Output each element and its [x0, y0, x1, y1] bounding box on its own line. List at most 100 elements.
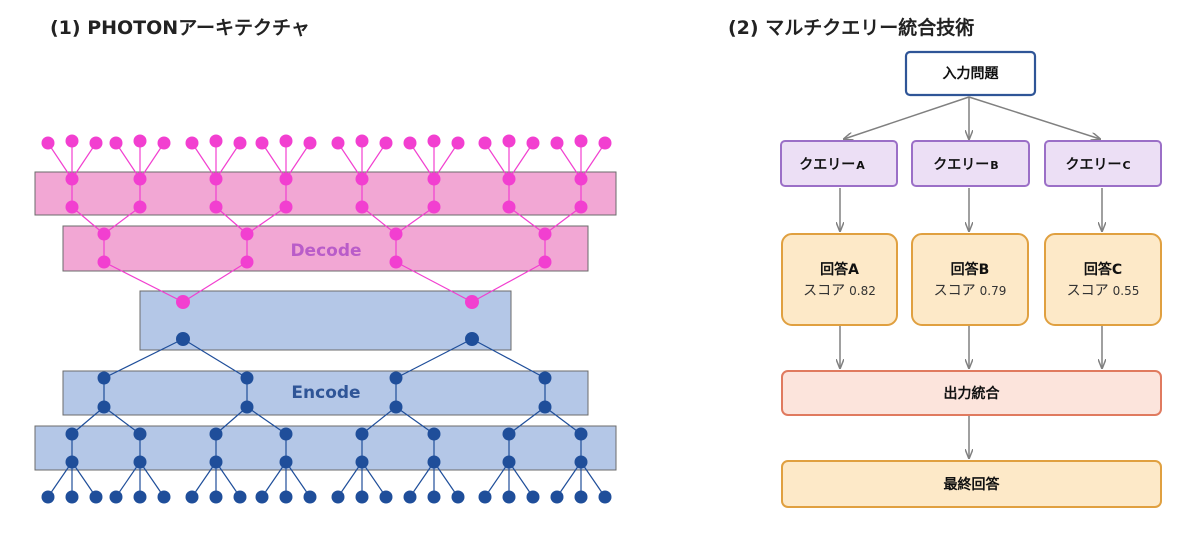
encoder-node [209, 455, 223, 469]
encoder-edge [103, 338, 184, 379]
decoder-node [427, 200, 441, 214]
encoder-node [427, 427, 441, 441]
encoder-node [279, 455, 293, 469]
encoder-edge [103, 406, 141, 435]
encoder-edge [395, 406, 435, 435]
decoder-node [574, 172, 588, 186]
right-panel-title: (2) マルチクエリー統合技術 [728, 16, 974, 39]
decoder-leaf-edge [191, 142, 217, 180]
encoder-node [279, 427, 293, 441]
encoder-leaf-node [451, 490, 465, 504]
output-merge-box: 出力統合 [781, 370, 1162, 416]
encoder-leaf-node [502, 490, 516, 504]
encoder-node [97, 371, 111, 385]
decoder-leaf-node [109, 136, 123, 150]
encoder-node [133, 427, 147, 441]
encoder-leaf-node [255, 490, 269, 504]
decoder-node [502, 200, 516, 214]
decoder-leaf-node [574, 134, 588, 148]
decoder-node [240, 255, 254, 269]
decoder-node [209, 200, 223, 214]
encoder-node [209, 427, 223, 441]
decoder-node [133, 200, 147, 214]
decoder-leaf-edge [337, 142, 363, 180]
answer-a-label: 回答A [820, 261, 859, 278]
decoder-edge [246, 206, 287, 235]
encoder-node [133, 455, 147, 469]
decoder-leaf-node [403, 136, 417, 150]
decoder-edge [361, 206, 397, 235]
decoder-leaf-node [133, 134, 147, 148]
encoder-node [65, 427, 79, 441]
encoder-leaf-node [89, 490, 103, 504]
encoder-leaf-node [233, 490, 247, 504]
encoder-leaf-edge [115, 461, 141, 498]
encoder-leaf-edge [580, 461, 606, 498]
decoder-leaf-node [233, 136, 247, 150]
decoder-node [389, 227, 403, 241]
decoder-edge [103, 206, 141, 235]
encode-label: Encode [291, 383, 360, 403]
encode-band [62, 370, 589, 416]
decoder-leaf-node [65, 134, 79, 148]
decoder-edge [395, 261, 473, 303]
decoder-leaf-node [303, 136, 317, 150]
encoder-leaf-node [157, 490, 171, 504]
bottleneck-band [139, 290, 512, 351]
decoder-node [427, 172, 441, 186]
decoder-leaf-node [157, 136, 171, 150]
encoder-edge [544, 406, 582, 435]
encoder-root-node [176, 332, 190, 346]
encoder-leaf-edge [484, 461, 510, 498]
encoder-leaf-node [574, 490, 588, 504]
encoder-leaf-edge [556, 461, 582, 498]
decoder-edge [508, 206, 546, 235]
decoder-node [389, 255, 403, 269]
decoder-leaf-edge [47, 142, 73, 180]
decode-band [62, 225, 589, 272]
decoder-leaf-node [598, 136, 612, 150]
decode-label: Decode [290, 241, 361, 261]
decoder-leaf-edge [71, 142, 97, 180]
encoder-edge [361, 406, 397, 435]
decoder-leaf-node [355, 134, 369, 148]
answer-b-label: 回答B [951, 261, 990, 278]
decoder-node [355, 172, 369, 186]
encoder-edge [395, 338, 473, 379]
encoder-leaf-node [427, 490, 441, 504]
encoder-leaf-node [331, 490, 345, 504]
decoder-leaf-edge [409, 142, 435, 180]
decoder-root-node [176, 295, 190, 309]
decoder-leaf-edge [484, 142, 510, 180]
decoder-edge [544, 206, 582, 235]
decoder-node [279, 172, 293, 186]
decoder-node [97, 227, 111, 241]
decoder-leaf-node [550, 136, 564, 150]
decoder-root-node [465, 295, 479, 309]
encoder-node [355, 455, 369, 469]
encoder-edge [215, 406, 248, 435]
arrow-input-to-query-c [968, 96, 1100, 139]
query-c-label: クエリーC [1065, 157, 1130, 173]
encoder-node [502, 455, 516, 469]
encoder-leaf-edge [215, 461, 241, 498]
encoder-edge [71, 406, 105, 435]
decoder-node [209, 172, 223, 186]
decoder-edge [471, 261, 546, 303]
encoder-node [427, 455, 441, 469]
encoder-node [538, 371, 552, 385]
decoder-leaf-node [279, 134, 293, 148]
decoder-edge [182, 261, 248, 303]
decoder-leaf-node [255, 136, 269, 150]
encoder-leaf-node [279, 490, 293, 504]
decoder-leaf-node [331, 136, 345, 150]
decoder-node [133, 172, 147, 186]
decoder-node [538, 227, 552, 241]
encoder-leaf-node [209, 490, 223, 504]
